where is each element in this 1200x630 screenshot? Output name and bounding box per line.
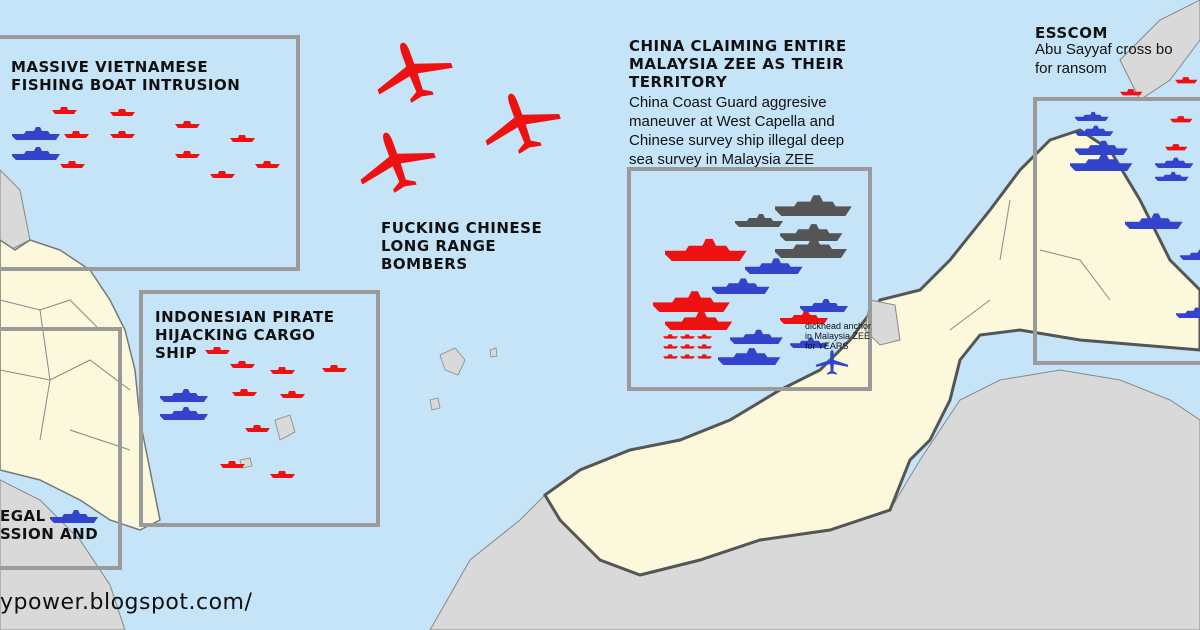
esscom-label: ESSCOM (1035, 24, 1108, 42)
vietnam-boats-label: MASSIVE VIETNAMESE FISHING BOAT INTRUSIO… (11, 58, 241, 94)
esscom-box (1033, 97, 1200, 365)
thailand (0, 169, 31, 251)
anchor-note: dickhead anchor in Malaysia ZEE for YEAR… (805, 321, 872, 351)
cutoff-box (0, 327, 122, 570)
cutoff-label: EGAL SSION AND (0, 507, 99, 543)
bombers-label: FUCKING CHINESE LONG RANGE BOMBERS (381, 219, 543, 273)
china-claim-description: China Coast Guard aggresive maneuver at … (629, 94, 845, 168)
china-zee-box (627, 167, 872, 391)
pirate-box (139, 290, 380, 527)
borneo-interior-lines (949, 199, 1111, 331)
sumatra (0, 479, 126, 630)
brunei (864, 299, 901, 346)
blog-url: ypower.blogspot.com/ (0, 590, 253, 615)
vietnam-intrusion-box (0, 35, 300, 271)
pirates-label: INDONESIAN PIRATE HIJACKING CARGO SHIP (155, 308, 335, 362)
esscom-description: Abu Sayyaf cross bo for ransom (1035, 41, 1173, 77)
peninsular-states (0, 299, 131, 451)
china-claim-label: CHINA CLAIMING ENTIRE MALAYSIA ZEE AS TH… (629, 37, 847, 91)
